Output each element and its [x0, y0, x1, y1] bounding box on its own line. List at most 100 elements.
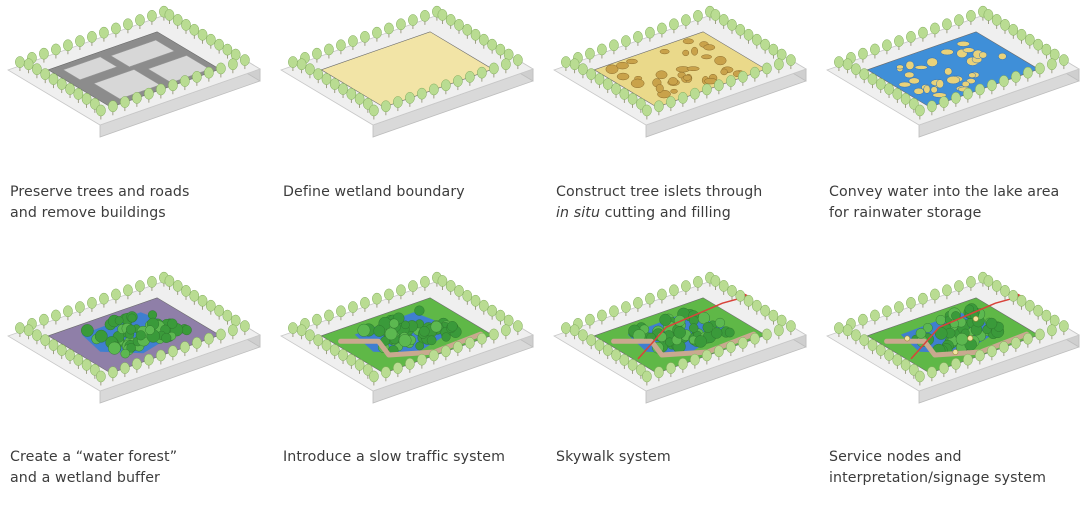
perimeter-tree: [65, 83, 75, 95]
perimeter-tree: [681, 14, 691, 26]
step-5-caption-line-1: Create a “water forest”: [10, 449, 178, 465]
step-4-caption-line-2: for rainwater storage: [829, 205, 982, 221]
forest-tree: [161, 332, 172, 343]
perimeter-tree: [1041, 309, 1052, 322]
step-7-caption-line-1: Skywalk system: [556, 449, 671, 465]
forest-tree: [985, 317, 998, 330]
tree-islet: [926, 57, 938, 67]
perimeter-tree: [120, 96, 130, 108]
perimeter-tree: [786, 320, 796, 332]
perimeter-tree: [669, 284, 679, 297]
slow-traffic-path: [338, 331, 484, 358]
perimeter-tree: [369, 104, 379, 117]
perimeter-tree: [338, 349, 348, 361]
perimeter-tree: [73, 88, 84, 100]
forest-tree: [181, 325, 192, 336]
perimeter-tree: [1033, 304, 1043, 317]
forest-tree: [694, 335, 707, 348]
perimeter-tree: [96, 104, 106, 117]
perimeter-tree: [669, 18, 679, 31]
perimeter-tree: [123, 18, 133, 31]
step-3-caption-line-2-rest: cutting and filling: [600, 205, 731, 221]
perimeter-tree: [645, 26, 655, 39]
perimeter-tree: [611, 349, 621, 361]
perimeter-tree: [393, 362, 403, 374]
perimeter-tree: [489, 62, 499, 75]
perimeter-tree: [329, 78, 340, 90]
perimeter-tree: [842, 58, 853, 71]
step-1-caption-line-2: and remove buildings: [10, 205, 166, 221]
perimeter-tree: [951, 358, 961, 370]
perimeter-tree: [870, 309, 880, 322]
perimeter-tree: [354, 93, 365, 105]
perimeter-tree: [987, 345, 997, 358]
perimeter-tree: [324, 309, 334, 322]
perimeter-tree: [750, 66, 760, 79]
perimeter-tree: [1000, 19, 1010, 31]
perimeter-tree: [760, 304, 770, 317]
perimeter-tree: [360, 297, 370, 309]
perimeter-tree: [627, 93, 638, 105]
perimeter-tree: [429, 83, 439, 96]
perimeter-tree: [666, 362, 676, 374]
perimeter-tree: [718, 280, 729, 292]
perimeter-tree: [40, 68, 51, 80]
perimeter-tree: [48, 339, 59, 351]
forest-tree: [659, 313, 672, 326]
perimeter-tree: [1023, 332, 1033, 345]
perimeter-tree: [216, 328, 226, 341]
perimeter-tree: [453, 341, 463, 353]
perimeter-tree: [760, 38, 770, 51]
tree-islet: [616, 61, 629, 70]
perimeter-tree: [1016, 28, 1027, 41]
perimeter-tree: [627, 359, 638, 371]
perimeter-tree: [645, 292, 655, 305]
perimeter-tree: [420, 10, 430, 22]
perimeter-tree: [470, 28, 481, 41]
forest-tree: [922, 323, 933, 333]
perimeter-tree: [942, 284, 952, 297]
perimeter-tree: [909, 363, 919, 376]
perimeter-tree: [501, 58, 511, 71]
perimeter-tree: [909, 97, 919, 110]
step-3-caption-line-1: Construct tree islets through: [556, 184, 763, 200]
perimeter-tree: [1011, 337, 1021, 349]
step-3-illustration: [553, 5, 807, 138]
tree-islet: [923, 85, 931, 94]
perimeter-tree: [602, 344, 613, 356]
perimeter-tree: [915, 370, 925, 383]
perimeter-tree: [384, 288, 394, 301]
perimeter-tree: [445, 14, 456, 26]
perimeter-tree: [381, 100, 391, 113]
perimeter-tree: [417, 353, 427, 366]
perimeter-tree: [172, 14, 183, 26]
perimeter-tree: [834, 56, 844, 68]
perimeter-tree: [441, 345, 451, 358]
perimeter-tree: [222, 309, 233, 322]
perimeter-tree: [204, 66, 214, 79]
tree-islet: [961, 81, 970, 88]
perimeter-tree: [633, 297, 643, 309]
perimeter-tree: [585, 47, 595, 60]
perimeter-tree: [718, 14, 729, 26]
perimeter-tree: [678, 92, 688, 104]
tree-islet: [998, 52, 1007, 60]
perimeter-tree: [906, 31, 916, 43]
perimeter-tree: [619, 88, 630, 100]
perimeter-tree: [156, 349, 166, 362]
perimeter-tree: [774, 58, 784, 71]
forest-tree: [426, 335, 437, 346]
perimeter-tree: [111, 288, 121, 301]
perimeter-tree: [346, 88, 357, 100]
perimeter-tree: [396, 18, 406, 31]
perimeter-tree: [453, 75, 463, 87]
perimeter-tree: [578, 329, 588, 342]
perimeter-tree: [710, 275, 721, 287]
service-node: [952, 349, 959, 355]
perimeter-tree: [348, 35, 358, 47]
perimeter-tree: [654, 100, 664, 113]
perimeter-tree: [354, 359, 365, 371]
perimeter-tree: [657, 22, 667, 35]
perimeter-tree: [48, 73, 59, 85]
perimeter-tree: [851, 63, 861, 76]
